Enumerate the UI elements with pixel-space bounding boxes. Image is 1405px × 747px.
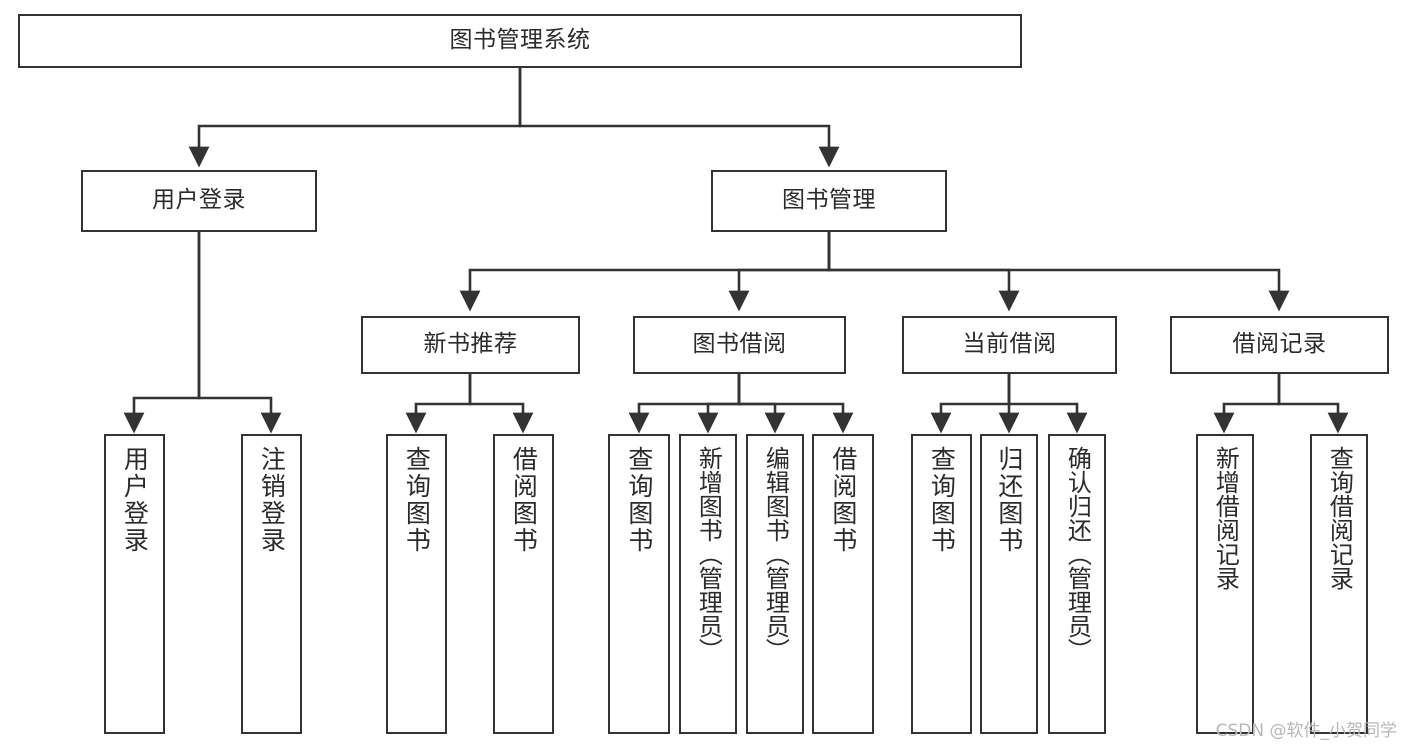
node-leaf-user-login-label: 用户登录: [120, 446, 150, 554]
node-current-borrow-label: 当前借阅: [962, 331, 1057, 358]
node-leaf-user-logout-label: 注销登录: [257, 446, 287, 554]
edge-nbr-to-leaf-query-book-1: [405, 374, 472, 434]
node-leaf-query-book-1-label: 查询图书: [402, 446, 432, 554]
node-leaf-add-record-label: 新增借阅记录: [1211, 446, 1240, 590]
node-new-book-rec[interactable]: 新书推荐: [361, 316, 580, 374]
node-user-login[interactable]: 用户登录: [81, 170, 317, 232]
node-root-label: 图书管理系统: [449, 27, 591, 54]
node-book-borrow[interactable]: 图书借阅: [633, 316, 846, 374]
edge-cb-to-leaf-confirm-return: [1007, 374, 1088, 434]
node-leaf-query-record[interactable]: 查询借阅记录: [1310, 434, 1368, 734]
node-new-book-rec-label: 新书推荐: [423, 331, 518, 358]
edge-root-to-book-manage: [518, 68, 840, 168]
node-leaf-return-book[interactable]: 归还图书: [980, 434, 1038, 734]
edge-ul-to-leaf-user-login: [123, 232, 201, 434]
node-book-borrow-label: 图书借阅: [692, 331, 787, 358]
edge-bb-to-leaf-edit-book: [737, 374, 786, 434]
edge-cb-to-leaf-query-book-3: [930, 374, 1011, 434]
node-leaf-edit-book[interactable]: 编辑图书（管理员）: [746, 434, 804, 734]
node-leaf-query-record-label: 查询借阅记录: [1325, 446, 1354, 590]
node-user-login-label: 用户登录: [152, 187, 246, 214]
node-current-borrow[interactable]: 当前借阅: [902, 316, 1117, 374]
node-leaf-add-record[interactable]: 新增借阅记录: [1196, 434, 1254, 734]
node-leaf-confirm-return-label: 确认归还（管理员）: [1063, 446, 1092, 662]
edge-br-to-leaf-add-record: [1213, 374, 1281, 434]
node-leaf-query-book-2-label: 查询图书: [624, 446, 654, 554]
edge-nbr-to-leaf-borrow-book-1: [468, 374, 534, 434]
edge-bm-to-borrow-record: [827, 232, 1290, 312]
node-leaf-add-book-label: 新增图书（管理员）: [694, 446, 723, 662]
edge-bb-to-leaf-add-book: [697, 374, 741, 434]
node-book-manage-label: 图书管理: [782, 187, 876, 214]
node-borrow-record[interactable]: 借阅记录: [1170, 316, 1389, 374]
node-leaf-confirm-return[interactable]: 确认归还（管理员）: [1048, 434, 1106, 734]
node-leaf-add-book[interactable]: 新增图书（管理员）: [679, 434, 737, 734]
node-leaf-borrow-book-2-label: 借阅图书: [828, 446, 858, 554]
node-book-manage[interactable]: 图书管理: [711, 170, 947, 232]
edge-ul-to-leaf-user-logout: [197, 232, 282, 434]
node-leaf-edit-book-label: 编辑图书（管理员）: [761, 446, 790, 662]
edge-bm-to-book-borrow: [728, 232, 831, 312]
edge-root-to-user-login: [188, 68, 522, 168]
node-leaf-query-book-1[interactable]: 查询图书: [386, 434, 447, 734]
node-leaf-query-book-2[interactable]: 查询图书: [608, 434, 670, 734]
node-leaf-user-login[interactable]: 用户登录: [104, 434, 165, 734]
edge-bb-to-leaf-query-book-2: [628, 374, 741, 434]
node-borrow-record-label: 借阅记录: [1232, 331, 1327, 358]
node-leaf-borrow-book-2[interactable]: 借阅图书: [812, 434, 874, 734]
edge-bb-to-leaf-borrow-book-2: [737, 374, 854, 434]
node-leaf-return-book-label: 归还图书: [994, 446, 1024, 554]
node-leaf-query-book-3-label: 查询图书: [927, 446, 957, 554]
node-leaf-user-logout[interactable]: 注销登录: [241, 434, 302, 734]
edge-br-to-leaf-query-record: [1277, 374, 1349, 434]
node-leaf-borrow-book-1-label: 借阅图书: [509, 446, 539, 554]
node-leaf-query-book-3[interactable]: 查询图书: [911, 434, 972, 734]
csdn-watermark: CSDN @软件_小贺同学: [1215, 721, 1397, 741]
node-leaf-borrow-book-1[interactable]: 借阅图书: [493, 434, 554, 734]
node-root[interactable]: 图书管理系统: [18, 14, 1022, 68]
